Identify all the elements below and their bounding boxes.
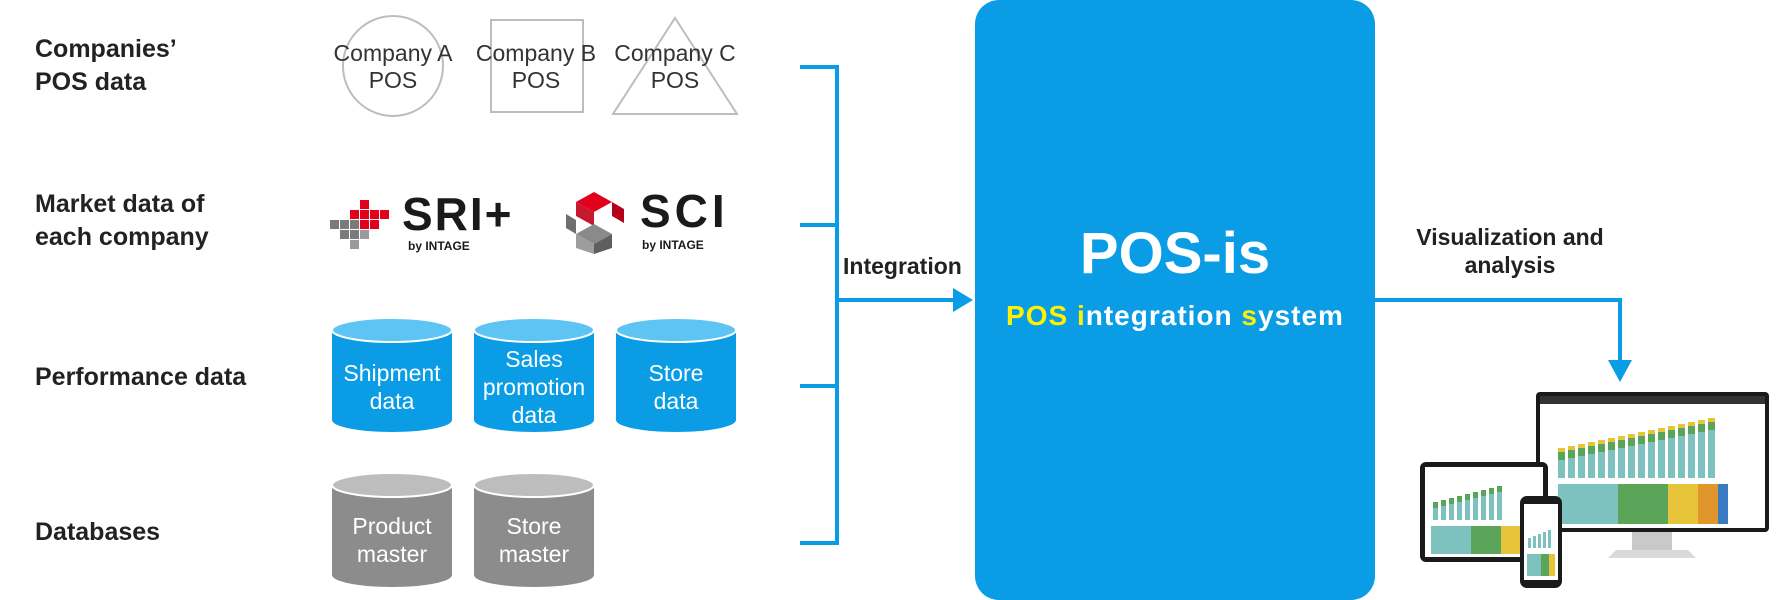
pos-circle-icon bbox=[342, 15, 444, 117]
pos-is-title: POS-is bbox=[1079, 221, 1271, 286]
pos-triangle-icon bbox=[611, 16, 739, 115]
output-label: Visualization and analysis bbox=[1416, 224, 1604, 278]
output-arrow-head bbox=[1608, 360, 1632, 382]
subtitle-part: s bbox=[1241, 300, 1258, 331]
subtitle-part: POS bbox=[1006, 300, 1077, 331]
integration-bracket bbox=[800, 65, 973, 545]
cylinder-label: Sales promotion data bbox=[482, 346, 586, 428]
cylinder-product-master bbox=[331, 472, 453, 587]
sri-logo: SRI+ by INTAGE bbox=[330, 189, 550, 257]
dashboard-devices-icon bbox=[1420, 392, 1769, 588]
sci-logo-icon bbox=[566, 192, 624, 254]
pos-is-box: POS-is POS integration system bbox=[975, 0, 1375, 600]
integration-label: Integration bbox=[843, 253, 962, 279]
sci-logo: SCI by INTAGE bbox=[562, 186, 742, 256]
cylinder-store-master bbox=[473, 472, 595, 587]
cylinder-label: Store data bbox=[648, 360, 704, 414]
integration-arrow-head bbox=[953, 288, 973, 312]
sci-logo-sub: by INTAGE bbox=[642, 238, 704, 252]
subtitle-part: ntegration bbox=[1085, 300, 1242, 331]
sri-logo-sub: by INTAGE bbox=[408, 239, 470, 253]
cylinder-label: Shipment data bbox=[343, 360, 441, 414]
subtitle-part: ystem bbox=[1258, 300, 1344, 331]
cylinders bbox=[331, 317, 737, 587]
row-label-market-data: Market data of each company bbox=[35, 190, 209, 251]
cylinder-sales-promotion bbox=[473, 317, 595, 432]
pos-source-label: Company C POS bbox=[614, 40, 736, 93]
pos-source-label: Company B POS bbox=[475, 40, 597, 93]
pos-is-subtitle: POS integration system bbox=[975, 300, 1375, 332]
output-arrow bbox=[1375, 298, 1632, 382]
sri-logo-icon bbox=[330, 200, 389, 249]
pos-source-label: Company A POS bbox=[333, 40, 453, 93]
sri-logo-text: SRI+ bbox=[402, 188, 514, 240]
row-label-databases: Databases bbox=[35, 518, 161, 546]
pos-shapes bbox=[342, 15, 739, 117]
cylinder-label: Store master bbox=[498, 513, 570, 567]
row-label-performance-data: Performance data bbox=[35, 363, 247, 391]
pos-square-icon bbox=[490, 19, 584, 113]
row-label-pos-data: Companies’ POS data bbox=[35, 35, 177, 96]
subtitle-part: i bbox=[1076, 300, 1086, 331]
cylinder-label: Product master bbox=[352, 513, 432, 567]
cylinder-shipment bbox=[331, 317, 453, 432]
sci-logo-text: SCI bbox=[640, 185, 729, 237]
cylinder-store bbox=[615, 317, 737, 432]
